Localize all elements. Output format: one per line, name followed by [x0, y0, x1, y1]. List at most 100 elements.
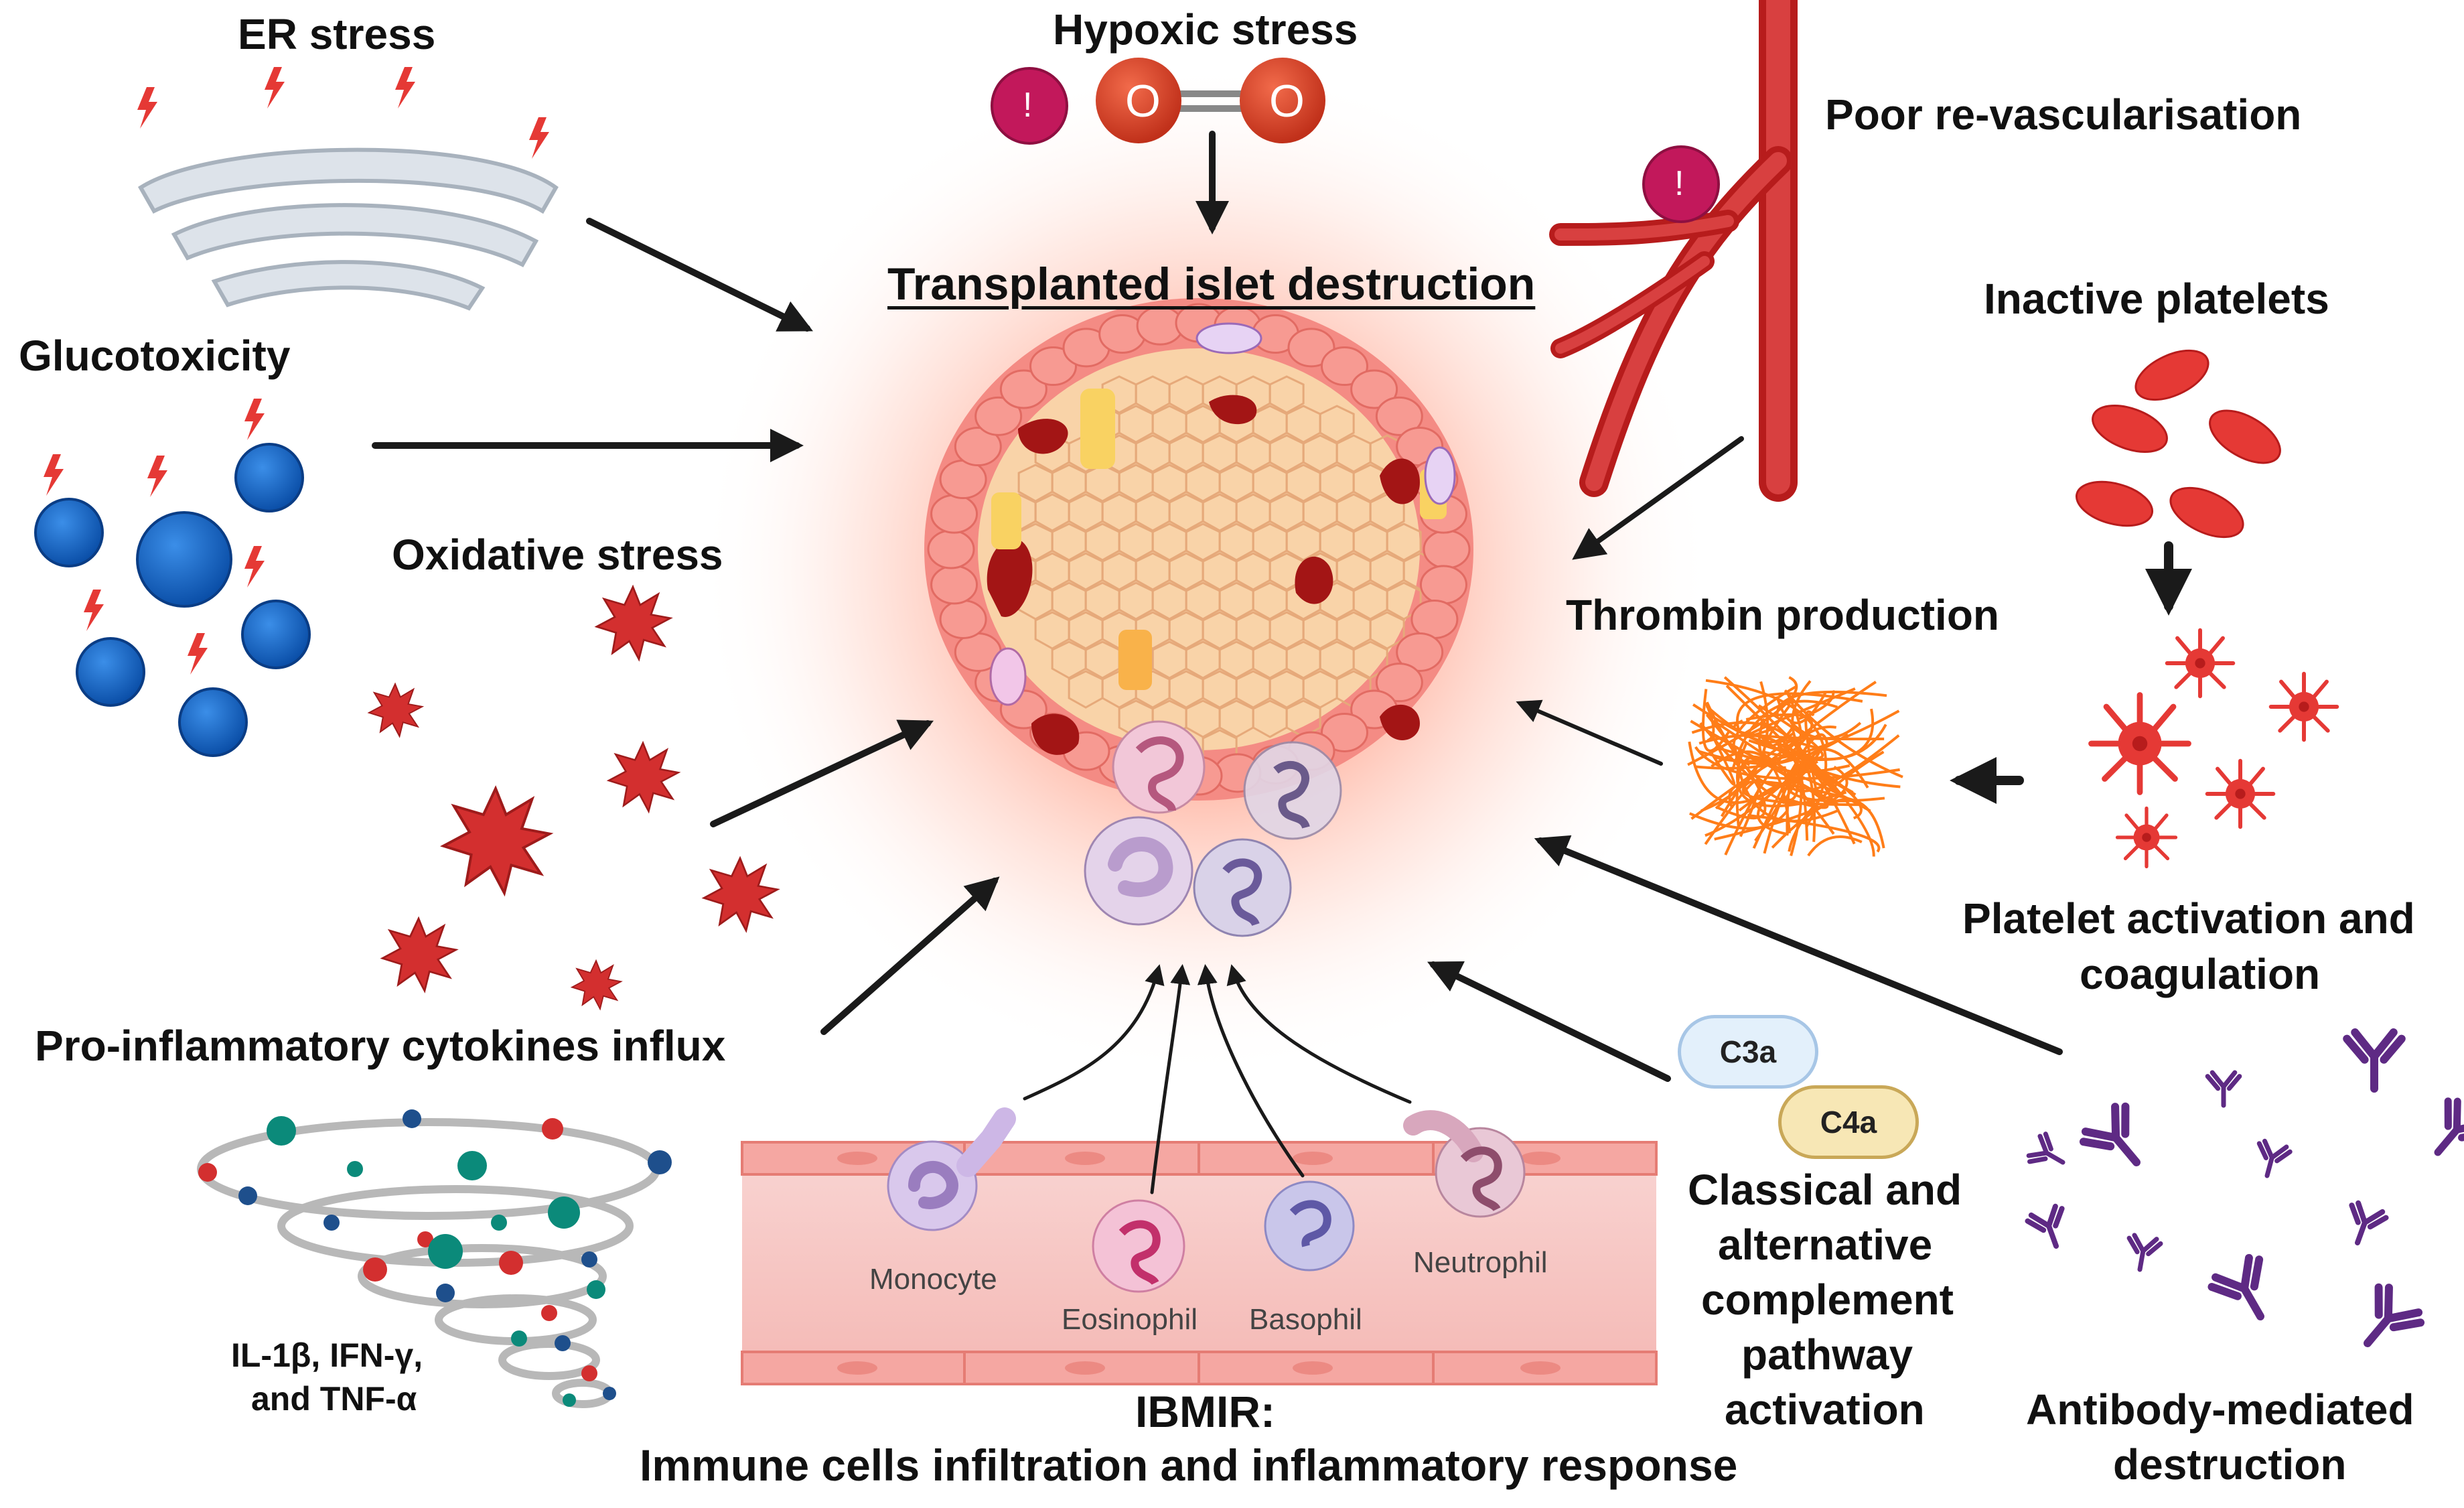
fibrin-strand — [1691, 721, 1816, 842]
islet-border-cell — [999, 369, 1047, 409]
lightning-icon — [188, 633, 208, 675]
islet-cell — [1386, 523, 1422, 561]
fibrin-mesh-icon — [1687, 676, 1903, 857]
arrow-monocyte — [1023, 964, 1165, 1101]
complement-label-line2: alternative — [1718, 1221, 1933, 1269]
lightning-icon — [84, 590, 104, 631]
c4a-badge: C4a — [1778, 1085, 1919, 1159]
fibrin-strand — [1736, 692, 1863, 731]
fibrin-strand — [1709, 735, 1736, 786]
complement-label-line5: activation — [1725, 1385, 1925, 1434]
arrow-antibody — [1534, 835, 2063, 1055]
arrows — [372, 131, 2192, 1194]
fibrin-strand — [1731, 699, 1838, 773]
antibody-label-line2: destruction — [2113, 1440, 2347, 1489]
neutrophil-label: Neutrophil — [1413, 1246, 1548, 1279]
islet-border-cell — [1375, 663, 1423, 703]
antibody-label-line1: Antibody-mediated — [2026, 1385, 2414, 1434]
eosinophil-label: Eosinophil — [1062, 1303, 1198, 1336]
islet-border-cell — [930, 565, 979, 605]
arrow-eosinophil — [1150, 964, 1191, 1194]
lightning-icon — [147, 456, 167, 497]
islet-border-cell — [1375, 396, 1423, 436]
fibrin-strand — [1694, 746, 1900, 780]
fibrin-strand — [1741, 781, 1863, 807]
antibody-icon — [2026, 1032, 2464, 1361]
arrow-thrombin — [1516, 699, 1663, 766]
glucotoxicity-label: Glucotoxicity — [19, 332, 291, 380]
oxygen-molecule-icon — [1096, 58, 1181, 143]
fibrin-strand — [1790, 721, 1862, 740]
oxygen-atom-left: O — [1125, 76, 1161, 127]
hypoxic-stress-label: Hypoxic stress — [1053, 5, 1358, 54]
inactive-platelets-label: Inactive platelets — [1984, 275, 2329, 323]
cytokines-list-line1: IL-1β, IFN-γ, — [231, 1336, 423, 1374]
islet-cell — [1319, 405, 1355, 443]
thrombin-production-label: Thrombin production — [1566, 591, 1999, 639]
islet-border-cell — [939, 599, 987, 639]
islet-border-cell — [954, 427, 1002, 467]
lightning-icon — [265, 67, 285, 109]
lightning-icon — [137, 87, 157, 129]
islet-border-cell — [930, 494, 979, 534]
fibrin-strand — [1765, 704, 1796, 748]
fibrin-strand — [1715, 681, 1877, 810]
islet-icon — [924, 298, 1473, 801]
er-stress-label: ER stress — [238, 10, 436, 58]
fibrin-strand — [1688, 809, 1789, 830]
arrow-neutrophil — [1226, 964, 1412, 1104]
platelet-activation-label-line2: coagulation — [2080, 950, 2321, 998]
cytokines-label: Pro-inflammatory cytokines influx — [35, 1022, 726, 1070]
fibrin-strand — [1690, 750, 1807, 820]
islet-border-cell — [974, 396, 1023, 436]
fibrin-strand — [1705, 705, 1796, 744]
alert-icon — [1642, 145, 1720, 223]
fibrin-strand — [1752, 733, 1829, 849]
basophil-label: Basophil — [1249, 1303, 1362, 1336]
islet-border-cell — [1419, 565, 1467, 605]
fibrin-strand — [1699, 722, 1800, 803]
islet-border-cell — [1029, 346, 1078, 387]
poor-revascularisation-label: Poor re-vascularisation — [1825, 90, 2302, 139]
oxygen-atom-right: O — [1269, 76, 1305, 127]
fibrin-strand — [1723, 676, 1875, 857]
er-membrane-icon — [137, 147, 559, 311]
activated-platelet-icon — [2092, 630, 2337, 867]
fibrin-strand — [1807, 835, 1863, 857]
cytokine-dots — [198, 1109, 672, 1407]
fibrin-strand — [1744, 687, 1856, 739]
arrow-basophil — [1197, 964, 1305, 1178]
alert-icon — [991, 67, 1068, 145]
fibrin-strand — [1704, 778, 1761, 845]
lightning-icon — [244, 546, 265, 588]
monocyte-label: Monocyte — [869, 1263, 997, 1296]
page-title: Transplanted islet destruction — [887, 259, 1536, 310]
islet-border-cell — [1287, 328, 1335, 368]
blood-vessel-icon — [1549, 0, 1798, 502]
lightning-icon — [44, 454, 64, 496]
islet-cell — [1269, 375, 1305, 414]
islet-border-cell — [1320, 346, 1368, 387]
arrow-er — [586, 218, 813, 332]
c3a-badge: C3a — [1678, 1015, 1818, 1089]
arrow-revascularisation — [1572, 436, 1744, 560]
islet-border-cell — [927, 529, 975, 569]
islet-border-cell — [1396, 632, 1444, 672]
ibmir-label-line2: Immune cells infiltration and inflammato… — [640, 1440, 1738, 1490]
ibmir-label-line1: IBMIR: — [1135, 1387, 1275, 1436]
islet-cell — [1285, 699, 1321, 738]
cytokines-list-line2: and TNF-α — [251, 1380, 417, 1418]
islet-border-cell — [1320, 712, 1368, 752]
lightning-icon — [529, 117, 549, 159]
fibrin-strand — [1701, 689, 1731, 752]
islet-border-cell — [1423, 529, 1471, 569]
oxidative-stress-label: Oxidative stress — [392, 531, 723, 579]
platelet-activation-label-line1: Platelet activation and — [1962, 894, 2415, 943]
immune-cell-icon — [887, 1107, 1526, 1293]
complement-label-line3: complement — [1701, 1276, 1954, 1324]
fibrin-strand — [1728, 780, 1861, 809]
arrow-oxidative — [710, 719, 934, 827]
alert-mark-vessel: ! — [1674, 164, 1684, 203]
